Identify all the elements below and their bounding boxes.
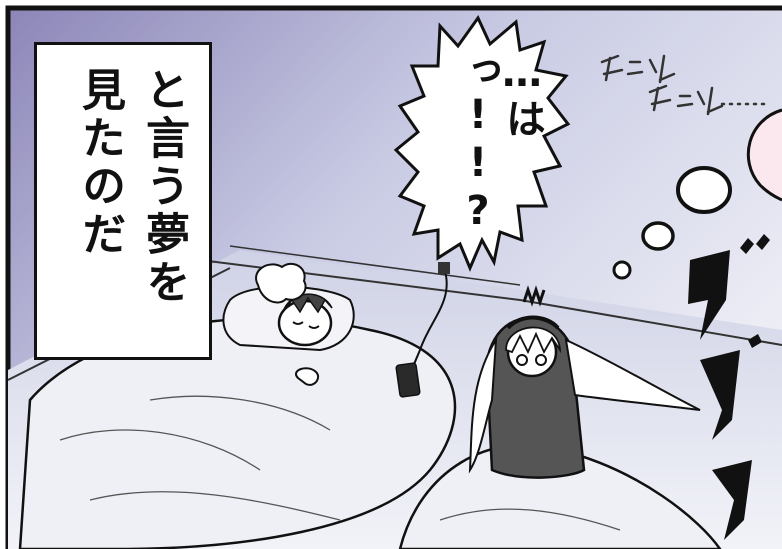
- boy-closed-eye-right: [308, 325, 320, 329]
- boy-closed-eye-left: [292, 321, 304, 325]
- futon-fold-2: [149, 395, 331, 431]
- caption-line-2: 見たのだ: [74, 67, 125, 259]
- thought-bubble-large: [676, 166, 732, 214]
- tatami-edge-line-2: [229, 245, 521, 286]
- boy-hand: [295, 367, 320, 386]
- caption-line-1: と言う夢を: [138, 67, 189, 307]
- girl-eye-right: [535, 354, 547, 366]
- futon-fold-3: [89, 491, 341, 521]
- girl-headband: [506, 315, 560, 330]
- thought-bubble-small: [612, 260, 632, 280]
- phone: [395, 362, 421, 398]
- dream-balloon-edge: [746, 108, 782, 202]
- sfx-chun-art: [600, 54, 766, 116]
- speech-bubble: [393, 15, 571, 272]
- pillow-puff: [255, 262, 307, 304]
- tatami-edge-line: [199, 259, 782, 346]
- futon-right-fold: [439, 508, 621, 531]
- speech-bubble-text: …はっ!!?: [455, 50, 545, 236]
- startle-marks: [522, 285, 546, 307]
- sfx-gaba-art: [688, 234, 770, 540]
- girl-bangs: [505, 326, 562, 355]
- outlet-plug: [438, 262, 450, 274]
- futon-fold-1: [59, 429, 261, 471]
- panel-border: [5, 5, 782, 549]
- narration-caption: と言う夢を 見たのだ: [34, 42, 212, 360]
- girl-eye-left: [516, 354, 528, 366]
- girl-hair-left: [468, 336, 498, 474]
- girl-hair-right: [564, 338, 701, 411]
- thought-bubble-mid: [641, 221, 675, 251]
